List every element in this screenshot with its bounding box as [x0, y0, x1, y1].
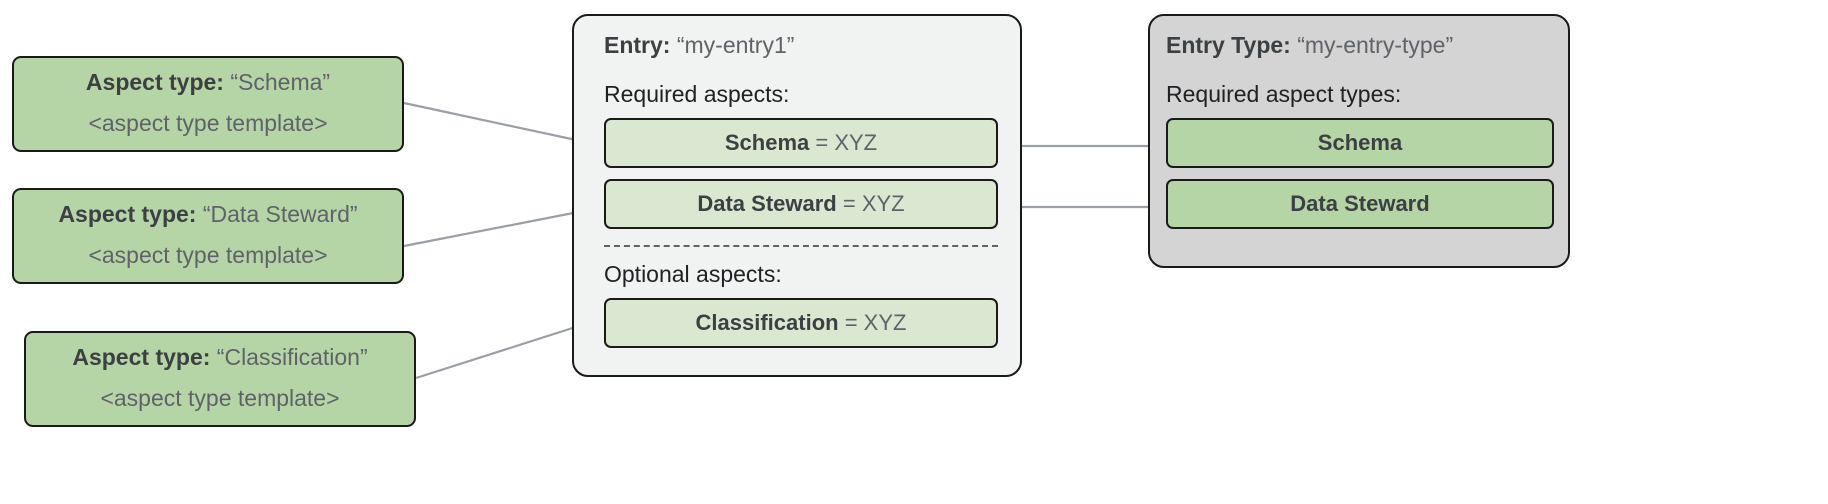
required-aspect-type-chip-schema[interactable]: Schema	[1166, 118, 1554, 168]
entry-type-label: Entry Type:	[1166, 32, 1291, 58]
aspect-type-template-text: <aspect type template>	[88, 110, 328, 136]
aspect-type-name: “Schema”	[230, 69, 331, 95]
aspect-type-chip-name: Data Steward	[1290, 191, 1430, 216]
aspects-divider	[604, 245, 998, 247]
aspect-type-chip-name: Schema	[1317, 130, 1403, 155]
aspect-chip-value: = XYZ	[842, 191, 905, 216]
aspect-type-card-data-steward[interactable]: Aspect type: “Data Steward” <aspect type…	[12, 188, 404, 284]
aspect-type-card-title: Aspect type: “Data Steward”	[58, 201, 357, 228]
aspect-type-label: Aspect type:	[58, 201, 197, 227]
required-aspect-type-chip-data-steward[interactable]: Data Steward	[1166, 179, 1554, 229]
entry-panel[interactable]: Entry: “my-entry1” Required aspects: Sch…	[572, 14, 1022, 377]
aspect-chip-value: = XYZ	[844, 310, 907, 335]
required-aspect-chip-schema[interactable]: Schema = XYZ	[604, 118, 998, 168]
aspect-type-card-schema[interactable]: Aspect type: “Schema” <aspect type templ…	[12, 56, 404, 152]
aspect-type-card-classification[interactable]: Aspect type: “Classification” <aspect ty…	[24, 331, 416, 427]
aspect-chip-name: Classification	[695, 310, 839, 335]
entry-type-name: “my-entry-type”	[1297, 32, 1454, 58]
aspect-chip-name: Schema	[724, 130, 810, 155]
entry-panel-title: Entry: “my-entry1”	[604, 32, 998, 59]
optional-aspects-label: Optional aspects:	[604, 261, 782, 287]
aspect-type-card-title: Aspect type: “Classification”	[72, 344, 367, 371]
entry-type-panel[interactable]: Entry Type: “my-entry-type” Required asp…	[1148, 14, 1570, 268]
aspect-type-template-text: <aspect type template>	[100, 385, 340, 411]
aspect-chip-name: Data Steward	[697, 191, 837, 216]
entry-name: “my-entry1”	[676, 32, 795, 58]
aspect-type-label: Aspect type:	[72, 344, 211, 370]
aspect-type-card-title: Aspect type: “Schema”	[86, 69, 330, 96]
aspect-type-template-text: <aspect type template>	[88, 242, 328, 268]
aspect-type-name: “Data Steward”	[202, 201, 358, 227]
required-aspect-chip-data-steward[interactable]: Data Steward = XYZ	[604, 179, 998, 229]
required-aspects-label: Required aspects:	[604, 81, 790, 107]
required-aspect-types-label: Required aspect types:	[1166, 81, 1402, 107]
aspect-type-name: “Classification”	[216, 344, 368, 370]
optional-aspect-chip-classification[interactable]: Classification = XYZ	[604, 298, 998, 348]
aspect-chip-value: = XYZ	[815, 130, 878, 155]
aspect-type-label: Aspect type:	[85, 69, 224, 95]
entry-label: Entry:	[604, 32, 671, 58]
entry-type-panel-title: Entry Type: “my-entry-type”	[1166, 32, 1554, 59]
